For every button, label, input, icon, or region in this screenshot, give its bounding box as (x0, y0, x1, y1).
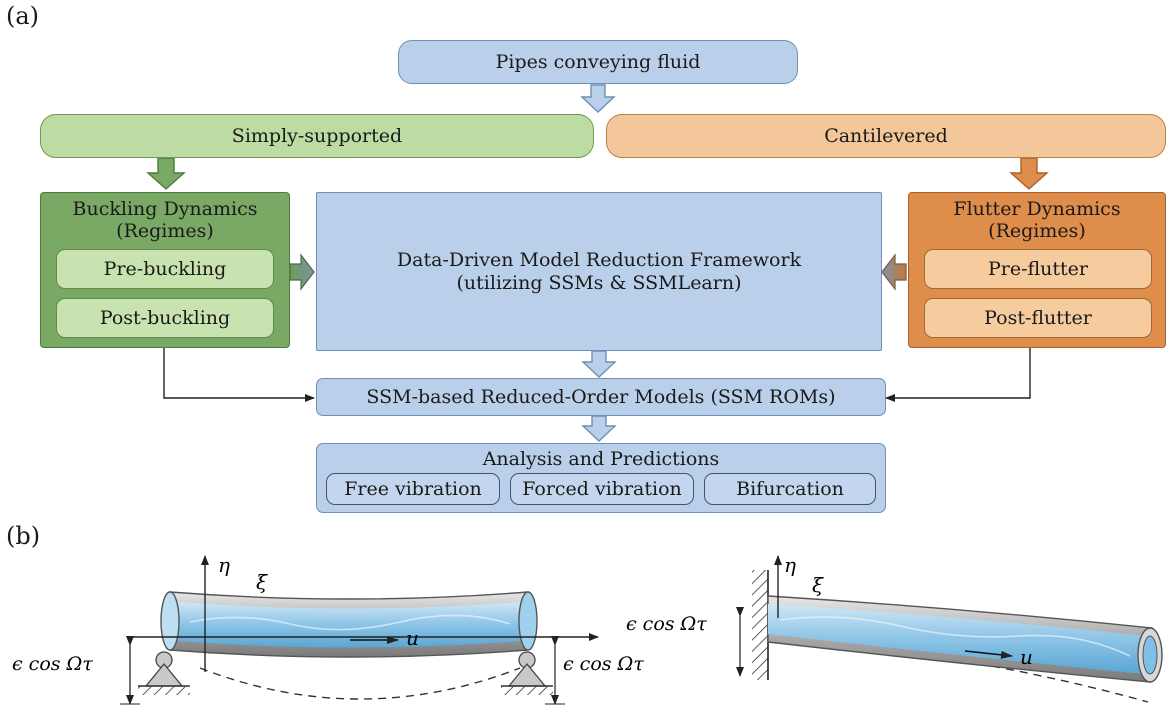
arrow-buckling-to-framework (289, 253, 315, 291)
cantilevered-box: Cantilevered (606, 114, 1166, 158)
xi-label-left: ξ (256, 570, 268, 594)
framework-box: Data-Driven Model Reduction Framework (u… (316, 192, 882, 351)
ssm-rom-text: SSM-based Reduced-Order Models (SSM ROMs… (366, 385, 836, 408)
forced-vibration-text: Forced vibration (522, 477, 682, 500)
panel-b-label: (b) (6, 522, 41, 550)
ssm-rom-box: SSM-based Reduced-Order Models (SSM ROMs… (316, 378, 886, 416)
excitation-label-left: ϵ cos Ωτ (12, 653, 93, 675)
simply-supported-text: Simply-supported (231, 124, 403, 147)
excitation-label-right: ϵ cos Ωτ (563, 653, 644, 675)
u-label-right: u (1020, 645, 1033, 669)
arrow-framework-to-rom (581, 350, 617, 378)
post-buckling-box: Post-buckling (56, 298, 274, 338)
flutter-subtitle: (Regimes) (988, 219, 1086, 242)
post-buckling-text: Post-buckling (99, 306, 231, 329)
framework-title: Data-Driven Model Reduction Framework (396, 248, 802, 271)
post-flutter-box: Post-flutter (924, 298, 1152, 338)
panel-a-label: (a) (6, 2, 40, 30)
pipes-conveying-fluid-text: Pipes conveying fluid (495, 50, 701, 73)
xi-label-right: ξ (812, 573, 824, 597)
line-buckling-to-rom (163, 348, 315, 402)
free-vibration-text: Free vibration (344, 477, 482, 500)
cantilevered-text: Cantilevered (824, 124, 948, 147)
simply-supported-schematic: η ξ u ϵ cos Ωτ ϵ cos Ωτ (12, 553, 644, 705)
free-vibration-chip: Free vibration (326, 473, 500, 505)
arrow-top-to-branches (580, 84, 616, 113)
flutter-title: Flutter Dynamics (953, 198, 1121, 220)
u-label-left: u (406, 626, 419, 650)
arrow-cantilever-to-flutter (1009, 157, 1049, 190)
bifurcation-chip: Bifurcation (704, 473, 876, 505)
excitation-label-cantilever: ϵ cos Ωτ (626, 613, 707, 635)
simply-supported-box: Simply-supported (40, 114, 594, 158)
pre-buckling-text: Pre-buckling (103, 257, 227, 280)
eta-label-right: η (784, 553, 796, 577)
line-flutter-to-rom (885, 348, 1031, 402)
pre-flutter-text: Pre-flutter (987, 257, 1089, 280)
buckling-title: Buckling Dynamics (72, 198, 258, 220)
eta-label-left: η (218, 553, 230, 577)
arrow-simply-to-buckling (146, 157, 186, 190)
pipes-conveying-fluid-box: Pipes conveying fluid (398, 40, 798, 84)
framework-subtitle: (utilizing SSMs & SSMLearn) (456, 271, 742, 294)
buckling-subtitle: (Regimes) (116, 219, 214, 242)
arrow-rom-to-analysis (581, 415, 617, 442)
arrow-flutter-to-framework (881, 253, 907, 291)
pre-buckling-box: Pre-buckling (56, 249, 274, 289)
cantilever-schematic: η ξ u ϵ cos Ωτ (626, 553, 1163, 703)
pre-flutter-box: Pre-flutter (924, 249, 1152, 289)
forced-vibration-chip: Forced vibration (510, 473, 694, 505)
bifurcation-text: Bifurcation (736, 477, 844, 500)
analysis-title: Analysis and Predictions (482, 448, 720, 470)
post-flutter-text: Post-flutter (984, 306, 1092, 329)
